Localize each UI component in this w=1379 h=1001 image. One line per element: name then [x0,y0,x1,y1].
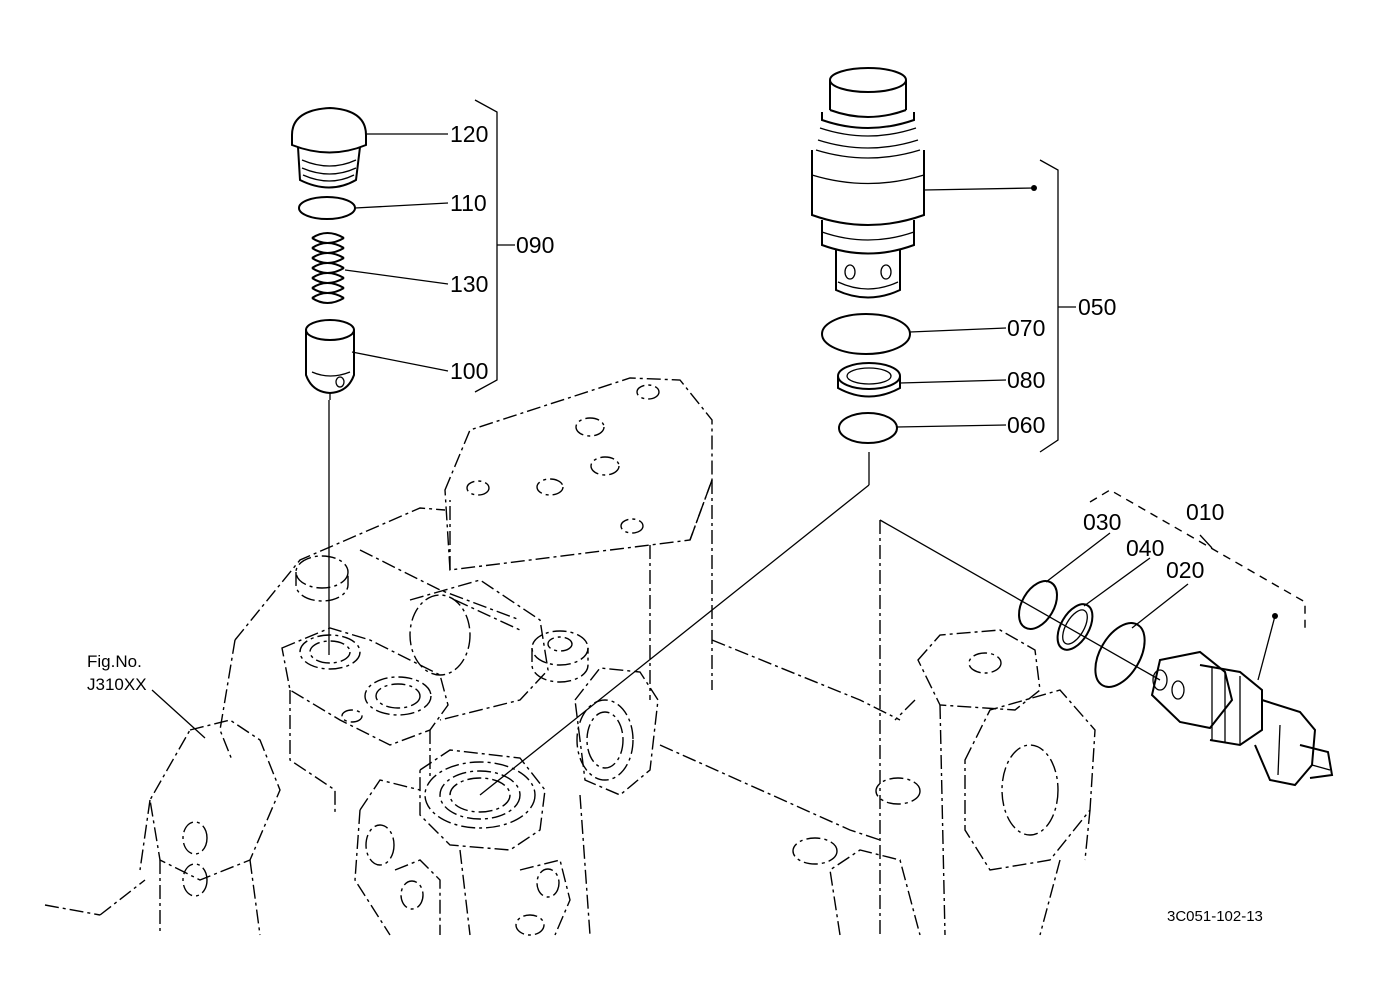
label-090: 090 [516,232,554,258]
backup-ring-040 [1056,603,1094,651]
label-020: 020 [1166,557,1204,583]
label-130: 130 [450,271,488,297]
label-040: 040 [1126,535,1164,561]
figure-ref-line2: J310XX [87,675,147,694]
valve-body [44,377,1096,936]
figure-ref-line1: Fig.No. [87,652,142,671]
relief-cartridge-010 [1150,650,1334,787]
guide-lines-010 [879,519,1161,681]
label-060: 060 [1007,412,1045,438]
o-ring-070 [821,313,911,355]
label-010: 010 [1186,499,1224,525]
o-ring-060 [838,412,898,444]
valve-cartridge-050 [811,67,925,299]
o-ring-020 [1094,622,1146,688]
backup-ring-080 [837,362,901,398]
label-070: 070 [1007,315,1045,341]
o-ring-030 [1018,580,1058,630]
fig-ref-leader [151,689,206,739]
label-080: 080 [1007,367,1045,393]
o-ring-110 [298,196,356,220]
plug-120 [291,106,367,189]
label-050: 050 [1078,294,1116,320]
drawing-code: 3C051-102-13 [1167,908,1263,925]
leaders-050 [896,159,1076,453]
spring-130 [311,232,345,304]
leaders-010 [1045,489,1306,681]
label-030: 030 [1083,509,1121,535]
label-120: 120 [450,121,488,147]
leaders-090 [344,99,515,393]
poppet-100 [305,319,355,400]
label-110: 110 [450,190,487,216]
guide-lines-050 [479,452,870,796]
label-100: 100 [450,358,488,384]
